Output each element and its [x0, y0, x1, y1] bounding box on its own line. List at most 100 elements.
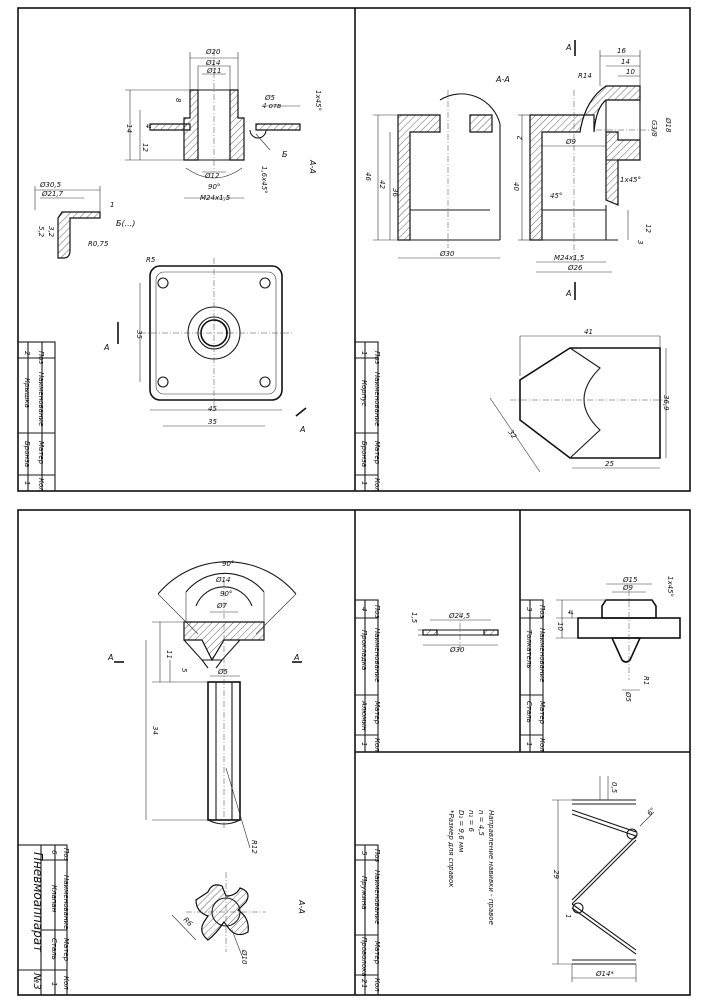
tb-header-material: Матер [373, 941, 381, 965]
dim-r0-75: R0,75 [88, 240, 109, 248]
dim-r12: R12 [250, 840, 258, 854]
title-block-pruzhina: Поз 5 Наименование Пружина Матер Проволо… [354, 844, 381, 996]
tb-pos-value: 5 [360, 851, 368, 856]
tb-material-value: Бронза [360, 441, 368, 467]
tb-header-qty: Кол [37, 478, 45, 492]
tb-header-name: Наименование [373, 372, 381, 426]
tb-material-value: Бронза [23, 441, 31, 467]
tb-part-name: Прокладка [360, 630, 368, 670]
dim-h4: 4 [566, 610, 574, 614]
tb-header-name: Наименование [373, 870, 381, 924]
tb-material-value: Алюмин [360, 700, 368, 731]
dim-ang45: 45° [550, 192, 562, 200]
dim-d15: Ø15 [622, 576, 638, 584]
dim-h12: 12 [644, 224, 652, 233]
dim-d30: Ø30 [449, 646, 465, 654]
dim-g3-8: G3/8 [650, 120, 658, 137]
dim-d18: Ø18 [664, 117, 672, 133]
dim-holes: 4 отв [262, 102, 281, 110]
pruzhina-spring-view [552, 776, 655, 982]
sheet-number: №3 [31, 972, 42, 990]
dim-angle-90-outer: 90° [222, 560, 234, 568]
tb-header-pos: Поз [538, 605, 546, 619]
dim-h3-2: 3,2 [47, 226, 55, 238]
kryshka-top-view [117, 258, 307, 427]
dim-thickness-1-5: 1,5 [410, 612, 418, 624]
cut-label-a-bottom: А [565, 289, 571, 298]
title-block-tolkatel: Поз 3 Наименование Толкатель Матер Сталь… [519, 599, 546, 753]
dim-d9: Ø9 [565, 138, 577, 146]
dim-h5-2: 5,2 [37, 226, 45, 238]
dim-chamfer: 1х45° [620, 176, 641, 184]
tb-qty-value: 1 [360, 742, 368, 746]
tb-header-qty: Кол [373, 738, 381, 752]
tb-part-name: Пружина [360, 876, 368, 910]
cut-label-a-right: А [299, 425, 305, 434]
dim-one: 1 [110, 201, 114, 209]
tb-header-material: Матер [373, 441, 381, 465]
spring-note-direction: Направление навивки - правое [487, 810, 495, 925]
dim-two: 2 [516, 135, 524, 140]
dim-d24-5: Ø24,5 [448, 612, 471, 620]
tb-qty-value: 1 [360, 984, 368, 988]
dim-r1: R1 [642, 676, 650, 685]
tb-header-pos: Поз [373, 849, 381, 863]
dim-h3: 3 [636, 240, 644, 244]
dim-d5: Ø5 [624, 691, 632, 703]
dim-w41: 41 [584, 328, 593, 336]
section-label-aa: А-А [297, 899, 306, 914]
dim-w10: 10 [626, 68, 635, 76]
dim-thread-m24: М24х1,5 [200, 194, 231, 202]
tb-header-pos: Поз [62, 848, 70, 862]
view-label-b: Б [282, 150, 288, 159]
title-block-klapan: Пневмоаппарат №3 Поз 6 Наименование Клап… [17, 844, 70, 996]
spring-note-n1: n₁ = 6 [467, 810, 475, 833]
dim-r5: R5 [146, 256, 156, 264]
tb-header-qty: Кол [62, 976, 70, 990]
section-label-aa: А-А [308, 159, 317, 174]
dim-d14-ref: Ø14* [595, 970, 614, 978]
dim-h36: 36 [391, 188, 399, 197]
sheet-title: Пневмоаппарат [31, 852, 45, 953]
dim-h4: 4 [144, 124, 152, 128]
dim-d14: Ø14 [205, 59, 220, 67]
dim-angle-90-inner: 90° [220, 590, 232, 598]
tb-part-name: Клапан [50, 885, 58, 913]
tb-header-qty: Кол [373, 978, 381, 992]
dim-d5: Ø5 [217, 668, 229, 676]
title-block-korpus: Поз 1 Наименование Корпус Матер Бронза К… [354, 341, 381, 492]
prokladka-section-view [418, 612, 499, 650]
tb-header-name: Наименование [538, 628, 546, 682]
tb-header-pos: Поз [37, 351, 45, 365]
dim-angle-6: 6° [646, 806, 657, 817]
dim-r14: R14 [578, 72, 592, 80]
dim-one: 1 [564, 914, 572, 918]
tb-header-material: Матер [373, 701, 381, 725]
cut-label-a-left: А [103, 343, 109, 352]
dim-r6: R6 [182, 916, 195, 929]
kryshka-section-view [125, 50, 301, 199]
klapan-section-view [171, 872, 266, 957]
tb-part-name: Корпус [360, 380, 368, 406]
dim-h42: 42 [378, 180, 386, 189]
tb-pos-value: 4 [360, 607, 368, 611]
dim-d30: Ø30 [439, 250, 455, 258]
dim-d9: Ø9 [622, 584, 634, 592]
sheet-frames [17, 7, 691, 996]
tb-header-pos: Поз [373, 351, 381, 365]
tb-material-value: Проволока 2 [360, 937, 368, 984]
dim-d14: Ø14 [215, 576, 230, 584]
tb-header-material: Матер [37, 441, 45, 465]
dim-chamfer: 1х45° [666, 576, 674, 597]
spring-note-d1: D₁ = 9,6 мм [457, 810, 465, 853]
dim-chamfer-16x45: 1,6х45° [260, 166, 268, 194]
dim-45: 45 [208, 405, 217, 413]
tb-header-qty: Кол [373, 478, 381, 492]
tb-material-value: Сталь [525, 701, 533, 723]
dim-wire-0-5: 0,5 [610, 782, 618, 794]
dim-h5: 5 [180, 668, 188, 673]
dim-h46: 46 [364, 172, 372, 181]
dim-angle-90: 90° [208, 183, 220, 191]
dim-d5: Ø5 [264, 94, 276, 102]
